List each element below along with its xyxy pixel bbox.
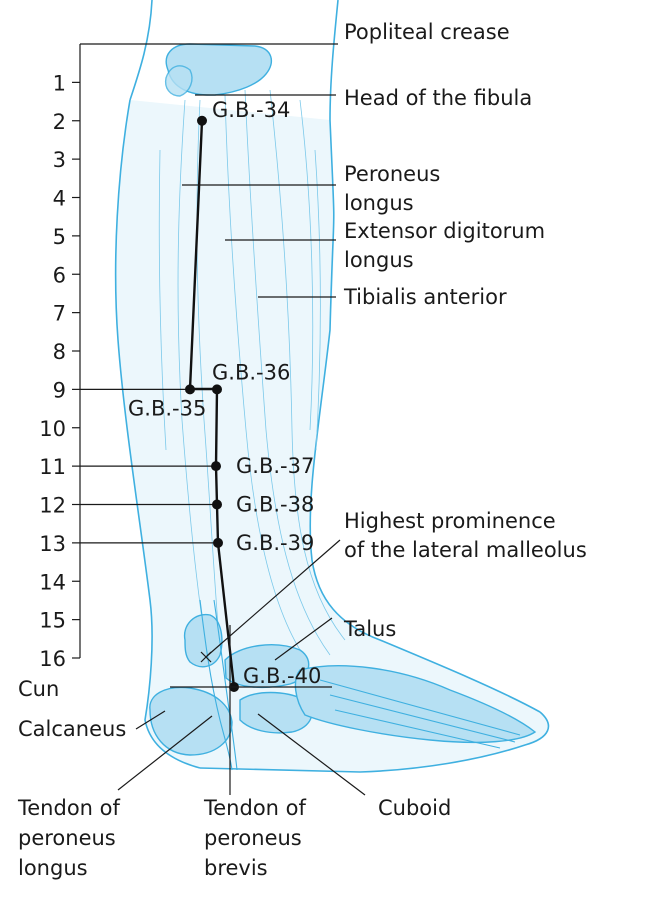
label-tendon-brevis-3: brevis <box>204 856 268 880</box>
leg-illustration <box>114 0 550 773</box>
scale-unit-label: Cun <box>18 677 59 701</box>
label-cuboid: Cuboid <box>378 796 451 820</box>
acupoint-dot <box>213 537 223 548</box>
label-extensor-digitorum-1: Extensor digitorum <box>344 219 545 243</box>
acupoint-dot <box>212 499 222 510</box>
scale-tick-label: 14 <box>39 570 66 594</box>
leg-front-outline <box>309 119 541 713</box>
scale-tick-label: 9 <box>53 378 66 402</box>
calcaneus-bone <box>149 686 233 756</box>
fibula-head <box>165 43 273 96</box>
label-tibialis-anterior: Tibialis anterior <box>343 285 507 309</box>
label-tendon-longus-1: Tendon of <box>17 796 121 820</box>
lateral-malleolus <box>183 613 223 668</box>
extensor-digitorum-muscle <box>224 94 301 651</box>
scale-tick-label: 1 <box>53 71 66 95</box>
acupoint-dot <box>185 384 195 395</box>
acupoint-label: G.B.-35 <box>128 396 206 420</box>
acupoint-label: G.B.-34 <box>212 98 290 122</box>
acupoints: G.B.-34G.B.-35G.B.-36G.B.-37G.B.-38G.B.-… <box>80 98 332 692</box>
foot-sole-outline <box>199 711 550 773</box>
label-lateral-malleolus-1: Highest prominence <box>344 509 556 533</box>
scale-tick-label: 2 <box>53 110 66 134</box>
thigh-outline <box>129 0 339 121</box>
peroneus-longus-tendon <box>199 599 233 771</box>
scale-tick-label: 3 <box>53 148 66 172</box>
label-head-of-fibula: Head of the fibula <box>344 86 532 110</box>
label-tendon-brevis-1: Tendon of <box>203 796 307 820</box>
label-peroneus-longus-1: Peroneus <box>344 162 440 186</box>
label-peroneus-longus-2: longus <box>344 191 414 215</box>
scale-tick-label: 16 <box>39 647 66 671</box>
leg-back-outline <box>114 99 201 769</box>
acupoint-label: G.B.-39 <box>236 531 314 555</box>
acupoint-dot <box>212 384 222 395</box>
label-calcaneus: Calcaneus <box>18 717 126 741</box>
cuboid-bone <box>239 691 313 734</box>
scale-tick-label: 15 <box>39 609 66 633</box>
fibula-head-cap <box>164 65 193 97</box>
acupoint-label: G.B.-37 <box>236 454 314 478</box>
scale-tick-label: 4 <box>53 187 66 211</box>
scale-tick-label: 11 <box>39 455 66 479</box>
label-tendon-brevis-2: peroneus <box>204 826 302 850</box>
label-popliteal-crease: Popliteal crease <box>344 20 510 44</box>
scale-tick-label: 5 <box>53 225 66 249</box>
scale-tick-label: 10 <box>39 417 66 441</box>
peroneus-longus-muscle <box>177 99 206 641</box>
label-talus: Talus <box>343 617 396 641</box>
label-tendon-longus-3: longus <box>18 856 88 880</box>
acupoint-dot <box>197 115 207 126</box>
acupoint-label: G.B.-36 <box>212 360 290 384</box>
scale-tick-label: 13 <box>39 532 66 556</box>
label-lateral-malleolus-2: of the lateral malleolus <box>344 538 587 562</box>
scale-tick-label: 12 <box>39 494 66 518</box>
acupoint-label: G.B.-38 <box>236 493 314 517</box>
scale-tick-label: 6 <box>53 263 66 287</box>
anatomy-labels: Popliteal crease Head of the fibula Pero… <box>17 20 587 880</box>
acupoint-dot <box>211 461 221 472</box>
label-extensor-digitorum-2: longus <box>344 248 414 272</box>
scale-tick-label: 7 <box>53 302 66 326</box>
acupoint-label: G.B.-40 <box>243 664 321 688</box>
scale-tick-label: 8 <box>53 340 66 364</box>
label-tendon-longus-2: peroneus <box>18 826 116 850</box>
